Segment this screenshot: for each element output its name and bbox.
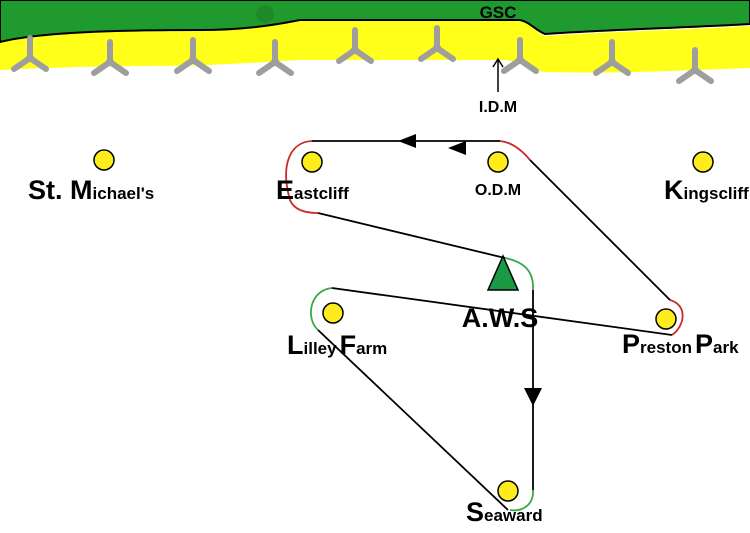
lilley-farm-marker-icon: [322, 302, 344, 324]
odm-label: O.D.M: [475, 182, 521, 199]
wind-turbine-icon: [11, 35, 49, 72]
wind-turbine-icon: [593, 39, 631, 76]
wind-turbine-icon: [256, 39, 294, 76]
eastcliff-label: Eastcliff: [276, 175, 349, 205]
wind-turbine-icon: [418, 25, 456, 62]
wind-turbine-icon: [91, 39, 129, 76]
preston-park-marker-icon: [655, 308, 677, 330]
turbine-row: [11, 25, 714, 84]
shore-dot: [256, 5, 274, 23]
st-michaels-label: St. Michael's: [28, 175, 154, 205]
st-michaels-marker-icon: [93, 149, 115, 171]
odm-marker-icon: [487, 151, 509, 173]
land-area: [0, 0, 750, 44]
wind-turbine-icon: [336, 27, 374, 64]
aws-label: A.W.S: [462, 303, 539, 333]
direction-arrow-icon: [524, 388, 542, 406]
direction-arrow-icon: [448, 141, 466, 155]
idm-arrow-icon: [492, 57, 504, 92]
aws-triangle-icon: [486, 254, 520, 291]
eastcliff-marker-icon: [301, 151, 323, 173]
gsc-label: GSC: [480, 3, 517, 22]
wind-turbine-icon: [676, 47, 714, 84]
seaward-marker-icon: [497, 480, 519, 502]
idm-label: I.D.M: [479, 99, 517, 116]
kingscliff-marker-icon: [692, 151, 714, 173]
wind-turbine-icon: [174, 37, 212, 74]
seaward-label: Seaward: [466, 497, 543, 527]
wind-turbine-icon: [501, 37, 539, 74]
beach-strip: [0, 18, 750, 73]
direction-arrow-icon: [398, 134, 416, 148]
marks: [93, 149, 714, 502]
kingscliff-label: Kingscliff: [664, 175, 749, 205]
